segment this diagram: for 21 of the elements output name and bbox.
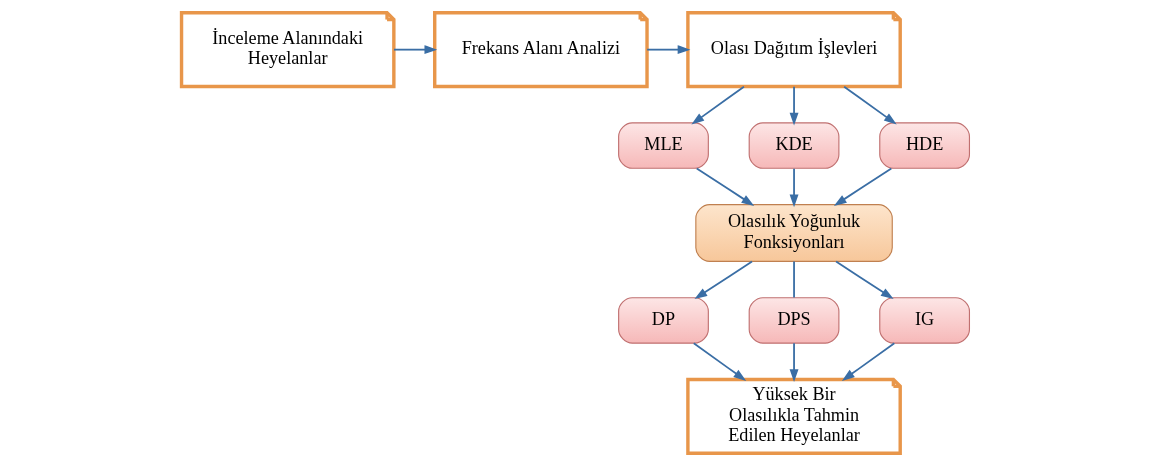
node-box: MLE xyxy=(617,122,709,169)
arrow xyxy=(692,342,746,381)
node-box: IG xyxy=(878,297,970,344)
arrow xyxy=(789,342,798,383)
arrow xyxy=(645,45,690,55)
arrow xyxy=(789,85,798,126)
arrow xyxy=(693,260,753,300)
arrow xyxy=(690,85,745,125)
connector xyxy=(792,260,795,299)
arrow xyxy=(789,167,798,208)
arrow xyxy=(834,260,894,300)
node-box: Olasılık Yoğunluk Fonksiyonları xyxy=(694,204,893,262)
arrow xyxy=(695,167,754,206)
node-box: DPS xyxy=(748,297,839,344)
arrow xyxy=(842,85,897,125)
node-box: DP xyxy=(617,297,709,344)
arrow xyxy=(392,45,437,55)
arrow xyxy=(833,167,892,206)
node-box: KDE xyxy=(748,122,839,169)
arrow xyxy=(841,342,895,381)
node-box: HDE xyxy=(878,122,970,169)
